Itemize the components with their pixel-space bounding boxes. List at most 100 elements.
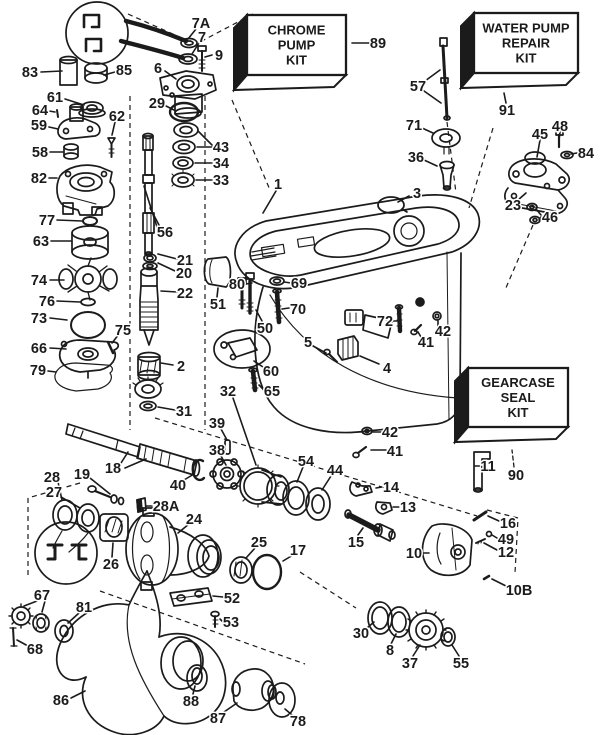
part-label-31-29: 31: [176, 404, 192, 420]
water-pump-repair-kit-text-line: REPAIR: [502, 36, 551, 51]
pin-11-drawing: [473, 451, 491, 493]
leader-line-43: [197, 130, 213, 146]
part-62-screw-drawing: [107, 137, 116, 158]
driveshaft-56-drawing: [142, 132, 155, 257]
part-label-11-59: 11: [480, 459, 495, 475]
coupler-31-drawing: [132, 376, 164, 412]
part-label-12-88: 12: [498, 545, 514, 561]
rings-54-44-drawing: [282, 480, 331, 521]
leader-line-12: [483, 542, 498, 551]
part-82-pump-base-drawing: [56, 164, 116, 216]
part-label-88-79: 88: [183, 694, 199, 710]
leader-line-46: [538, 216, 542, 221]
part-label-66-26: 66: [31, 341, 47, 357]
leader-line-45: [536, 139, 541, 158]
leader-line-88: [192, 685, 196, 695]
clamps-14-13-drawing: [349, 481, 393, 515]
leader-line-75: [111, 333, 120, 344]
part-label-86-78: 86: [53, 693, 69, 709]
grommet-71-drawing: [431, 128, 461, 155]
leader-line-7: [191, 42, 200, 55]
leader-line-44: [321, 475, 332, 491]
pump-housing-6-drawing: [159, 70, 217, 119]
part-label-51-38: 51: [210, 297, 226, 313]
part-label-16-86: 16: [500, 516, 516, 532]
gearcase-seal-kit-flap: [452, 426, 571, 444]
leader-lines-layer: [16, 28, 578, 716]
shift-housing-10-drawing: [421, 523, 473, 577]
part-label-91-47: 91: [499, 103, 515, 119]
screw-19-drawing: [87, 485, 125, 506]
part-label-90-60: 90: [508, 468, 524, 484]
part-label-18-63: 18: [105, 461, 121, 477]
part-label-78-81: 78: [290, 714, 306, 730]
part-58-drawing: [63, 143, 79, 160]
washers-43-34-33-drawing: [171, 122, 199, 188]
shaft-15-drawing: [344, 509, 396, 542]
leader-line-26: [111, 542, 114, 558]
part-label-45-49: 45: [532, 127, 548, 143]
cone-36-drawing: [439, 160, 455, 191]
leader-line-62: [111, 121, 116, 136]
part-label-43-11: 43: [213, 140, 229, 156]
leader-line-5: [312, 345, 327, 354]
ring-40-drawing: [191, 458, 206, 482]
gearcase-seal-kit-text-line: GEARCASE: [481, 375, 555, 390]
part-label-54-61: 54: [298, 454, 314, 470]
gearcase-seal-kit-text-line: SEAL: [501, 390, 536, 405]
leader-line-48: [558, 131, 561, 141]
leader-line-50: [255, 309, 263, 322]
water-pump-repair-kit-face: [472, 11, 580, 75]
leader-line-73: [49, 317, 68, 321]
leader-line-46: [535, 208, 542, 216]
leader-line-31: [157, 406, 176, 411]
part-label-57-46: 57: [410, 79, 426, 95]
leader-line-1: [262, 190, 277, 214]
leader-line-17: [282, 554, 294, 562]
anode-51-drawing: [203, 256, 232, 288]
part-label-14-82: 14: [383, 480, 399, 496]
part-label-48-50: 48: [552, 119, 568, 135]
part-label-15-84: 15: [348, 535, 364, 551]
leader-line-29: [165, 105, 175, 111]
part-66-79-drawing: [54, 339, 120, 392]
leader-line-53: [219, 618, 223, 622]
part-label-87-80: 87: [210, 711, 226, 727]
leader-line-23: [517, 192, 527, 201]
part-label-44-62: 44: [327, 463, 343, 479]
bearing-carrier-24-drawing: [125, 507, 222, 591]
part-label-42-57: 42: [382, 425, 398, 441]
part-label-7A-0: 7A: [192, 16, 211, 32]
leader-line-51: [216, 287, 219, 298]
washer-81-pin-68-drawing: [9, 619, 74, 647]
leader-line-91: [503, 92, 507, 104]
chrome-pump-kit-flap: [231, 74, 349, 92]
leader-line-52: [212, 595, 224, 598]
leader-line-70: [281, 307, 290, 310]
part-label-33-15: 33: [213, 173, 229, 189]
bearing-25-oring-17-drawing: [229, 553, 283, 591]
leader-line-83: [40, 70, 63, 73]
leader-line-15: [357, 527, 364, 536]
leader-line-24: [177, 523, 190, 534]
part-label-58-12: 58: [32, 145, 48, 161]
part-label-63-17: 63: [33, 234, 49, 250]
leader-line-32: [232, 397, 257, 466]
part-label-89-45: 89: [370, 36, 386, 52]
leader-line-2: [160, 362, 174, 366]
leader-line-57: [423, 90, 442, 104]
part-label-42-44: 42: [435, 324, 451, 340]
part-label-6-3: 6: [154, 61, 162, 77]
gearcase-seal-kit-face: [466, 366, 570, 429]
leader-line-7A: [187, 28, 197, 40]
part-label-56-18: 56: [157, 225, 173, 241]
water-pump-repair-kit-text-line: KIT: [516, 51, 537, 66]
part-label-13-83: 13: [400, 500, 416, 516]
leader-line-54: [296, 466, 304, 483]
part-label-52-73: 52: [224, 591, 240, 607]
bearing-2-drawing: [137, 351, 161, 381]
part-label-73-24: 73: [31, 311, 47, 327]
